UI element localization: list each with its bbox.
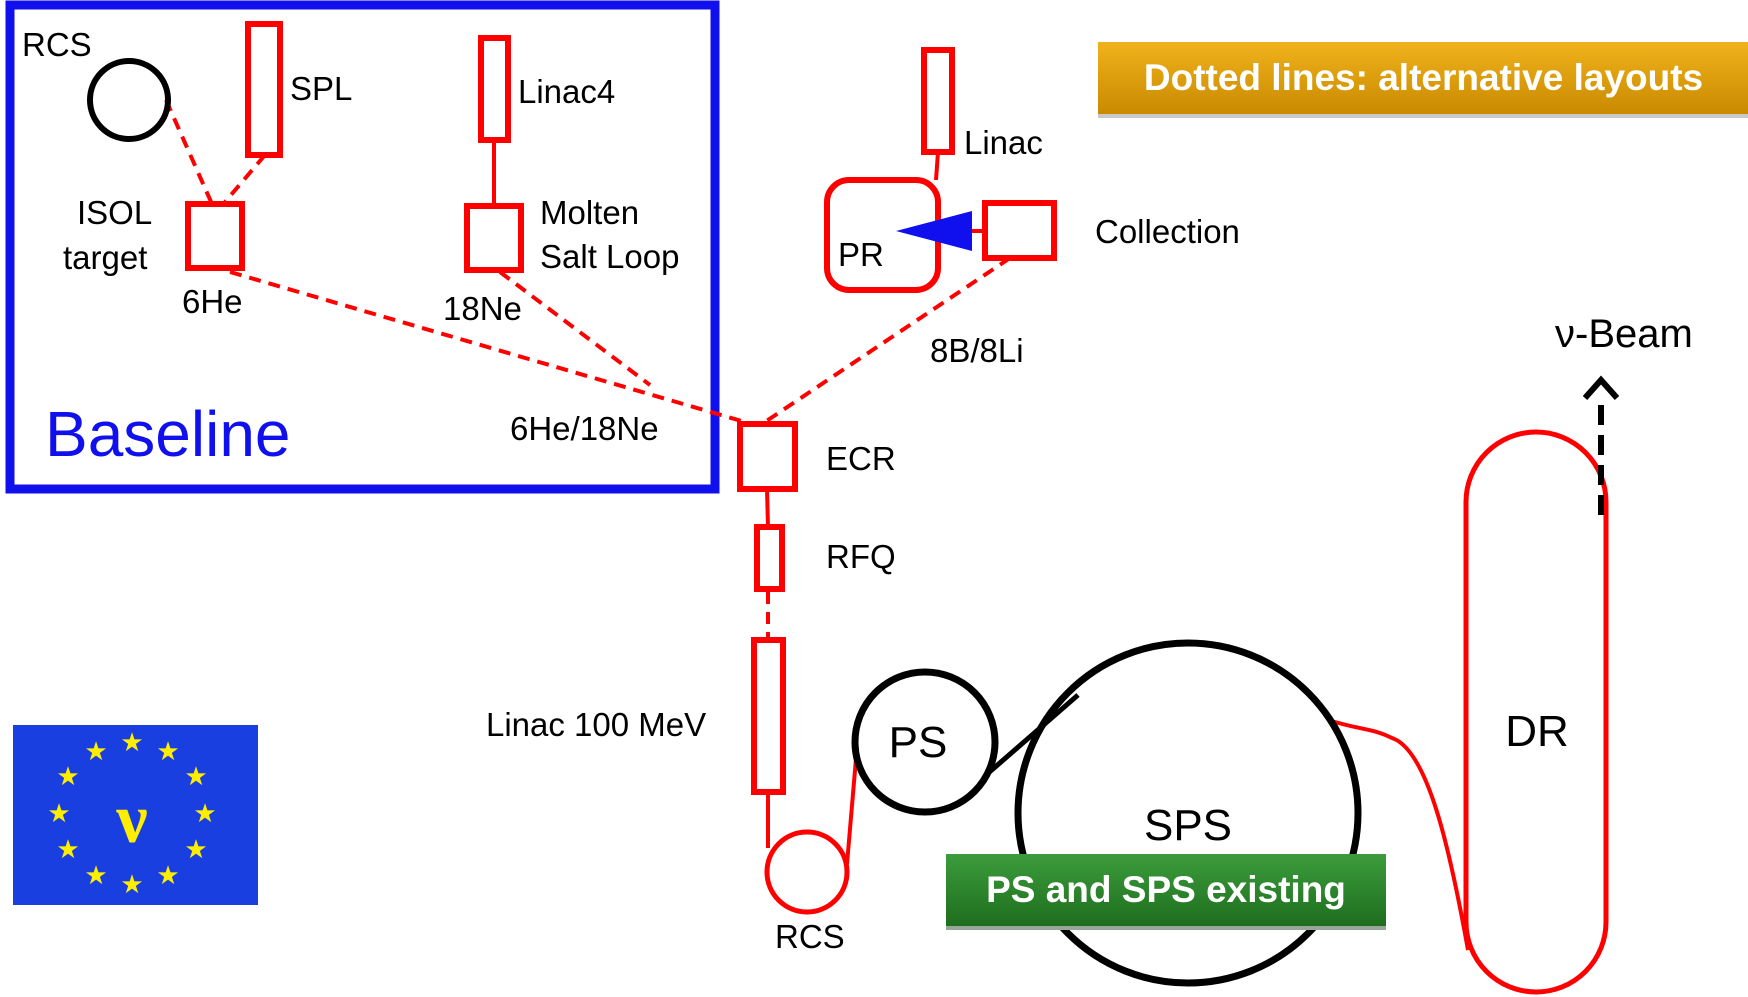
ps-sps-transfer xyxy=(984,693,1080,777)
label-pr: PR xyxy=(838,236,884,273)
label-ecr: ECR xyxy=(826,440,896,477)
molten-salt-box xyxy=(464,203,524,273)
label-8b-8li: 8B/8Li xyxy=(930,332,1024,369)
label-rcs-bottom: RCS xyxy=(775,918,845,955)
spl-box xyxy=(245,21,283,158)
label-rfq: RFQ xyxy=(826,538,896,575)
callout-alternative-layouts: Dotted lines: alternative layouts xyxy=(1098,42,1748,114)
label-linac: Linac xyxy=(964,124,1043,161)
linac4-box xyxy=(478,35,511,143)
label-collection: Collection xyxy=(1095,213,1240,250)
linac-box xyxy=(921,47,955,155)
baseline-frame xyxy=(5,0,720,494)
logo-flag xyxy=(13,725,258,905)
svg-text:★: ★ xyxy=(56,762,79,792)
rcs-ring-top xyxy=(87,58,171,142)
solid-connections xyxy=(492,140,1470,951)
label-6he: 6He xyxy=(182,283,243,320)
svg-text:★: ★ xyxy=(120,728,143,758)
label-18ne: 18Ne xyxy=(443,290,522,327)
label-spl: SPL xyxy=(290,70,352,107)
label-ps: PS xyxy=(889,718,948,767)
ecr-box xyxy=(737,421,798,492)
svg-text:★: ★ xyxy=(156,861,179,891)
label-molten-line1: Molten xyxy=(540,194,639,231)
svg-text:★: ★ xyxy=(84,737,107,767)
svg-text:★: ★ xyxy=(184,835,207,865)
label-6he-18ne: 6He/18Ne xyxy=(510,410,659,447)
eurisol-nu-logo: ★ ★ ★ ★ ★ ★ ★ ★ ★ ★ ★ ★ ν xyxy=(13,725,258,905)
label-sps: SPS xyxy=(1144,801,1232,850)
baseline-title: Baseline xyxy=(45,398,291,470)
svg-text:★: ★ xyxy=(47,799,70,829)
ps-ring xyxy=(851,668,999,816)
isol-target-box xyxy=(185,201,245,271)
label-isol-line2: target xyxy=(63,239,147,276)
logo-stars: ★ ★ ★ ★ ★ ★ ★ ★ ★ ★ ★ ★ xyxy=(47,728,216,900)
svg-text:★: ★ xyxy=(193,799,216,829)
sps-ring xyxy=(1014,639,1362,987)
svg-text:★: ★ xyxy=(56,835,79,865)
linac100-box xyxy=(751,637,786,795)
label-rcs-top: RCS xyxy=(22,26,92,63)
callout-ps-sps-existing: PS and SPS existing xyxy=(946,854,1386,926)
svg-text:★: ★ xyxy=(120,870,143,900)
collection-box xyxy=(982,200,1057,261)
dr-ring xyxy=(1463,429,1609,995)
label-nu-beam: ν-Beam xyxy=(1555,312,1693,356)
pr-triangle xyxy=(896,211,972,251)
label-molten-line2: Salt Loop xyxy=(540,238,679,275)
component-boxes xyxy=(185,21,1057,795)
label-dr: DR xyxy=(1505,707,1569,756)
rcs-ring-bottom xyxy=(764,829,850,915)
nu-beam-arrowhead xyxy=(1582,375,1620,400)
svg-text:★: ★ xyxy=(184,762,207,792)
label-isol-line1: ISOL xyxy=(77,194,152,231)
label-linac4: Linac4 xyxy=(518,73,615,110)
logo-nu-symbol: ν xyxy=(115,781,147,858)
svg-text:★: ★ xyxy=(156,737,179,767)
label-linac100: Linac 100 MeV xyxy=(486,706,706,743)
svg-text:★: ★ xyxy=(84,861,107,891)
dotted-connections xyxy=(164,99,1012,638)
rfq-box xyxy=(754,524,785,592)
